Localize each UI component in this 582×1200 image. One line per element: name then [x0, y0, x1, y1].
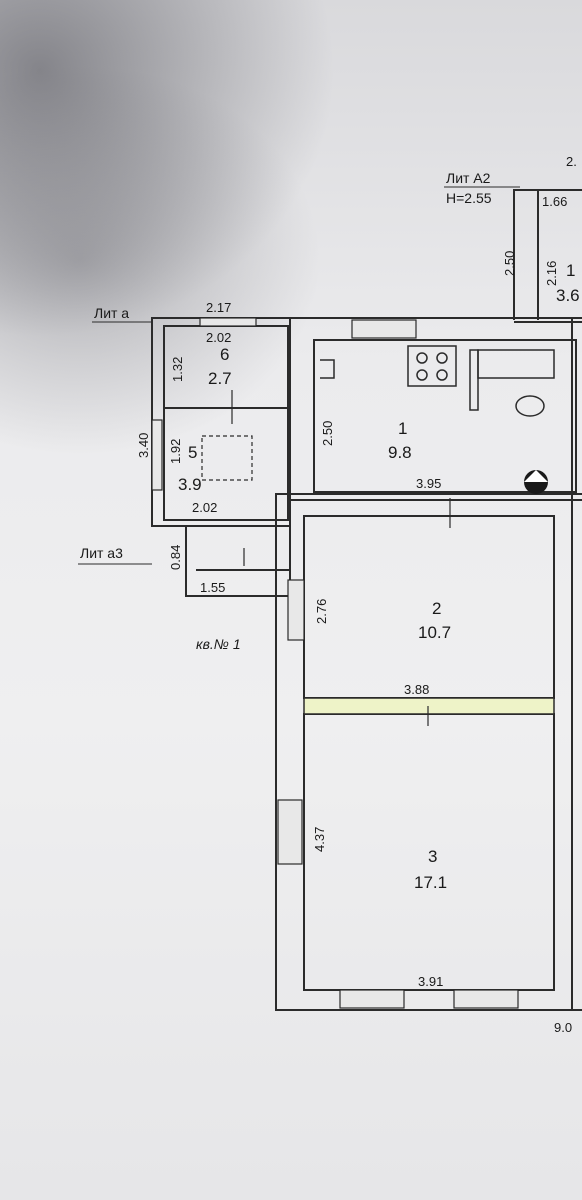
room-1-width: 3.95: [416, 476, 441, 491]
lit-a2-dim-3: 2.50: [502, 251, 517, 276]
burner-icon: [436, 352, 448, 364]
room-5-width: 2.02: [192, 500, 217, 515]
meter-icon: [201, 435, 253, 481]
lit-a2-dim-top: 2.: [566, 154, 577, 169]
window-room-1: [351, 319, 417, 339]
partition-icon: [469, 349, 479, 411]
window-room-2: [287, 579, 305, 641]
lit-a3-title: Лит а3: [80, 545, 123, 561]
room-6-width: 2.02: [206, 330, 231, 345]
room-2-height: 2.76: [314, 599, 329, 624]
main-outer-wall: [275, 318, 582, 1011]
room-2-wall: [303, 515, 555, 699]
partition-2-3: [303, 697, 555, 715]
burner-icon: [436, 369, 448, 381]
lit-a2-dim-1: 1.66: [542, 194, 567, 209]
room-5-area: 3.9: [178, 475, 202, 494]
lit-a-dim-top: 2.17: [206, 300, 231, 315]
lit-a2-wall: [513, 189, 582, 320]
room-1-height: 2.50: [320, 421, 335, 446]
lit-a3-wall: [185, 525, 291, 597]
lit-a2-height: Н=2.55: [446, 190, 492, 206]
burner-icon: [416, 352, 428, 364]
room-2-number: 2: [432, 599, 441, 618]
room-3-area: 17.1: [414, 873, 447, 892]
lit-a2-title: Лит А2: [446, 170, 491, 186]
room-3-width: 3.91: [418, 974, 443, 989]
room-3-height: 4.37: [312, 827, 327, 852]
window-room-3-side: [277, 799, 303, 865]
room-1-area: 9.8: [388, 443, 412, 462]
lit-a2-room-area: 3.6: [556, 286, 580, 305]
room-6-height: 1.32: [170, 357, 185, 382]
lit-a-dim-side: 3.40: [136, 433, 151, 458]
room-6-area: 2.7: [208, 369, 232, 388]
window-room-6: [199, 317, 257, 327]
room-5-height: 1.92: [168, 439, 183, 464]
lit-a-title: Лит а: [94, 305, 129, 321]
room-6-number: 6: [220, 345, 229, 364]
lit-a3-width: 1.55: [200, 580, 225, 595]
room-2-area: 10.7: [418, 623, 451, 642]
flat-label: кв.№ 1: [196, 636, 241, 652]
overall-width: 9.0: [554, 1020, 572, 1035]
toilet-icon: [515, 395, 545, 417]
window-room-3-b: [453, 989, 519, 1009]
lit-a3-height: 0.84: [168, 545, 183, 570]
window-room-3-a: [339, 989, 405, 1009]
room-5-number: 5: [188, 443, 197, 462]
room-1-number: 1: [398, 419, 407, 438]
room-1-wall: [313, 339, 577, 493]
room-2-width: 3.88: [404, 682, 429, 697]
burner-icon: [416, 369, 428, 381]
lit-a2-room-number: 1: [566, 261, 575, 280]
lit-a2-dim-2: 2.16: [544, 261, 559, 286]
window-room-5: [151, 419, 163, 491]
stove-icon: [407, 345, 457, 387]
bath-icon: [477, 349, 555, 379]
sink-icon: [320, 359, 335, 379]
boiler-mark-icon: [524, 470, 548, 482]
room-3-number: 3: [428, 847, 437, 866]
